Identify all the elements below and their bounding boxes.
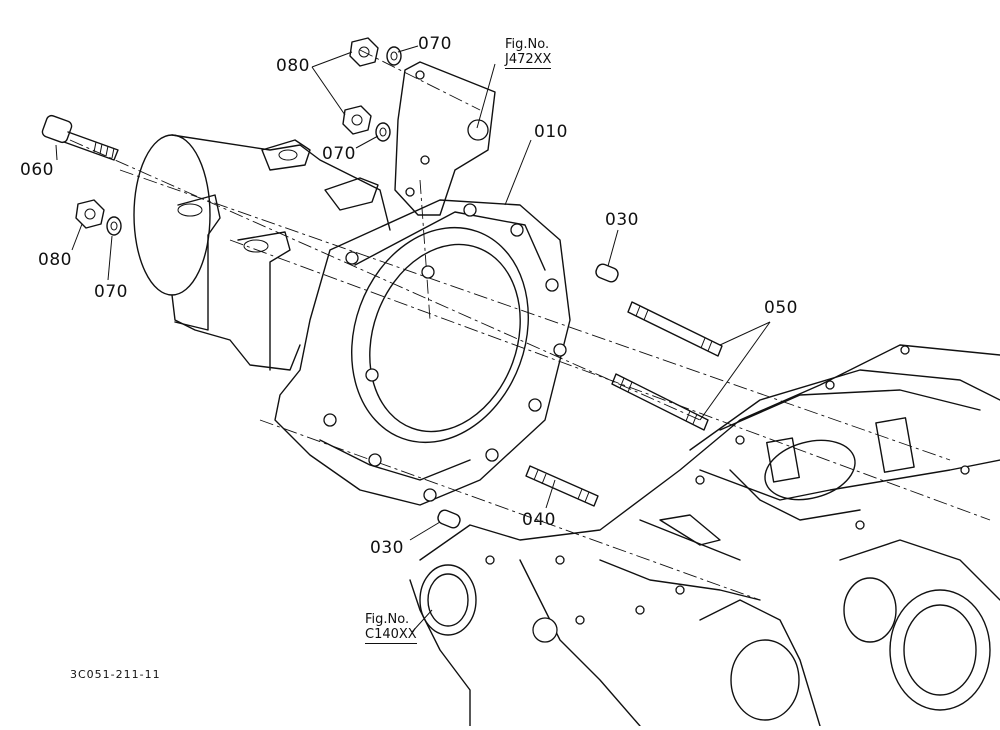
fig-ref-top[interactable]: Fig.No. J472XX [505, 37, 552, 69]
flange-housing [274, 199, 571, 506]
dowel-pins [437, 263, 619, 529]
fig-ref-top-number[interactable]: J472XX [505, 52, 552, 69]
callout-050: 050 [764, 298, 798, 318]
assembly-center-lines [69, 49, 991, 601]
callout-030-top: 030 [605, 210, 639, 230]
fig-ref-bottom-caption: Fig.No. [365, 612, 410, 627]
fig-ref-top-caption: Fig.No. [505, 37, 550, 52]
fig-ref-bottom-number[interactable]: C140XX [365, 627, 417, 644]
bolt [41, 114, 119, 161]
callout-080-left: 080 [38, 250, 72, 270]
callout-030-bottom: 030 [370, 538, 404, 558]
callout-060: 060 [20, 160, 54, 180]
transmission-case [409, 344, 1000, 727]
cylinder-housing [133, 134, 391, 371]
callout-080-top: 080 [276, 56, 310, 76]
drawing-code: 3C051-211-11 [70, 668, 161, 681]
nuts-and-washers [75, 37, 402, 236]
mounting-bracket [394, 61, 496, 216]
leader-lines [55, 45, 771, 633]
callout-070-left: 070 [94, 282, 128, 302]
callout-070-mid: 070 [322, 144, 356, 164]
callout-010: 010 [534, 122, 568, 142]
stud-bolts [525, 301, 723, 507]
fig-ref-bottom[interactable]: Fig.No. C140XX [365, 612, 417, 644]
callout-040: 040 [522, 510, 556, 530]
callout-070-top: 070 [418, 34, 452, 54]
